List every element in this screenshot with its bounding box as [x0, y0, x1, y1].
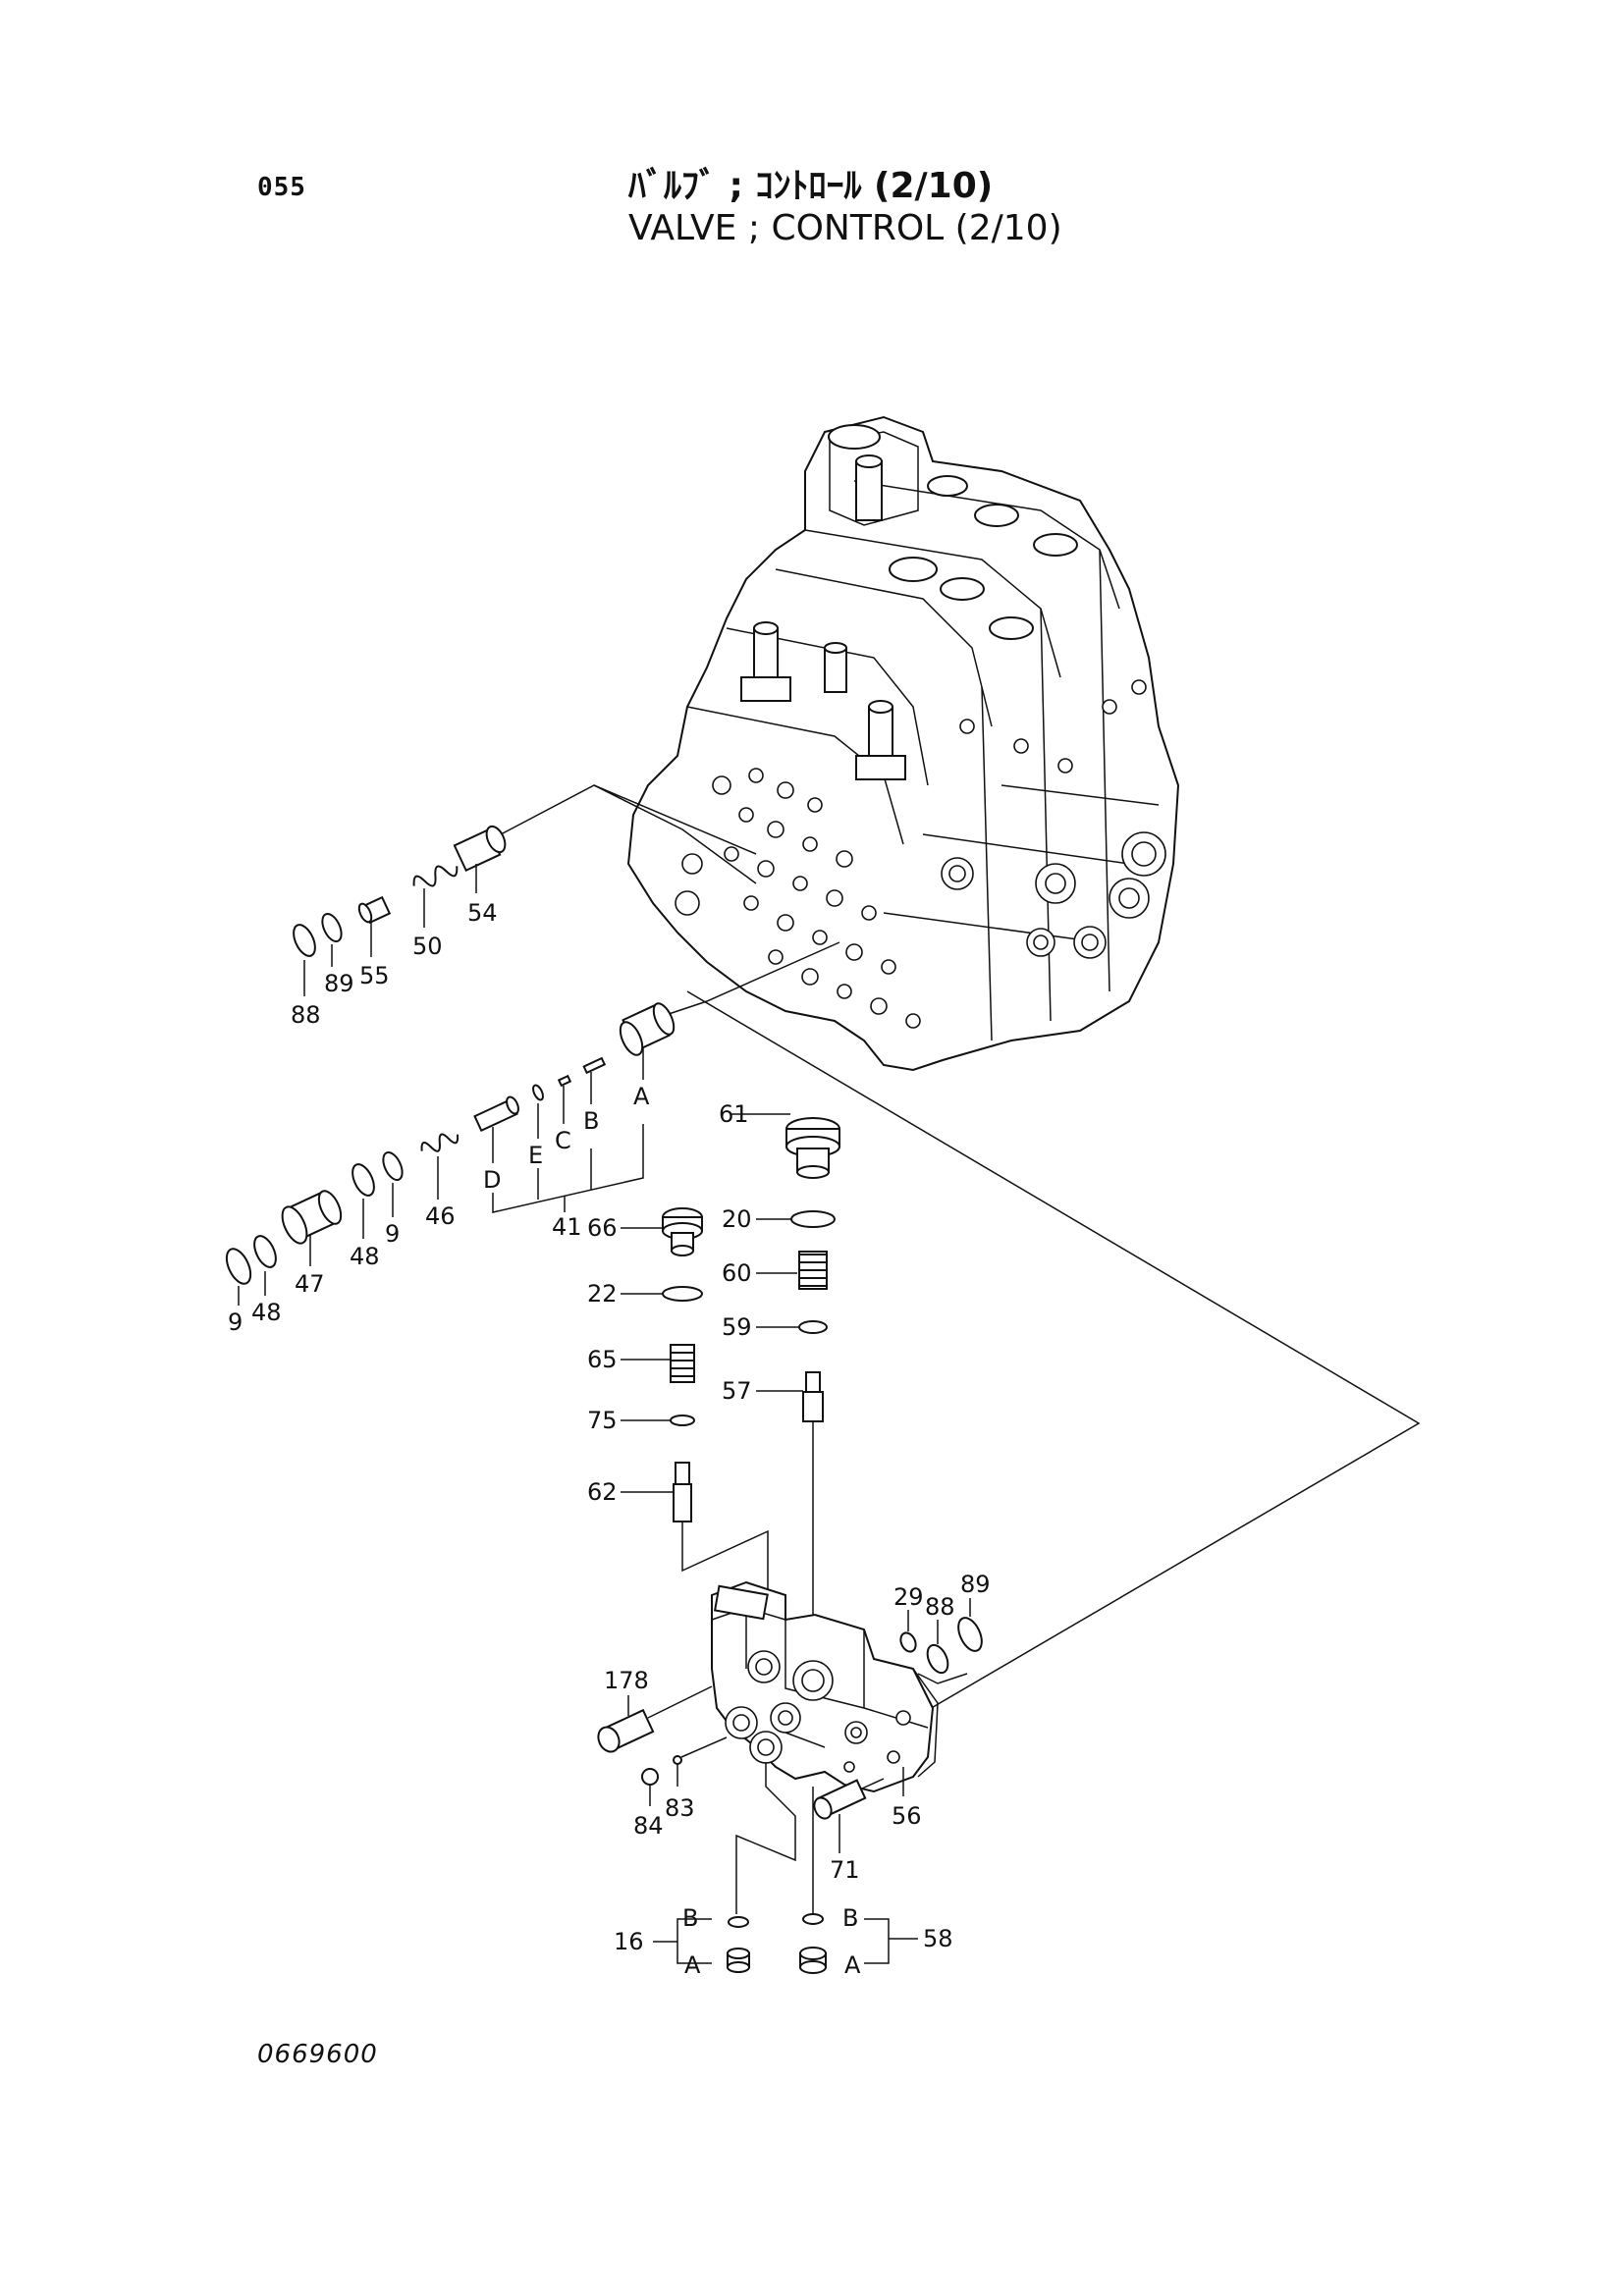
- part-41-d: [473, 1095, 519, 1133]
- page-number: 055: [257, 173, 306, 202]
- part-58-a: [799, 1947, 827, 1974]
- callout-62: 62: [587, 1478, 618, 1506]
- callout-9: 9: [385, 1220, 400, 1248]
- callout-48-outer: 48: [251, 1299, 282, 1326]
- parts-group-41: [225, 1002, 676, 1306]
- callout-16-b: B: [682, 1904, 698, 1932]
- parts-group-54: [293, 825, 507, 996]
- callout-58-b: B: [842, 1904, 858, 1932]
- part-9-backup-ring: [382, 1150, 404, 1182]
- part-89-backup-ring-right: [957, 1617, 983, 1652]
- callout-61: 61: [719, 1100, 749, 1128]
- part-88-o-ring: [293, 924, 316, 957]
- part-41-c: [557, 1074, 572, 1088]
- part-65-spring: [670, 1344, 695, 1383]
- callout-16-a: A: [684, 1951, 701, 1979]
- callout-83: 83: [665, 1794, 695, 1822]
- callout-47: 47: [295, 1270, 325, 1298]
- part-41-e: [532, 1084, 544, 1101]
- callout-88: 88: [291, 1001, 321, 1029]
- part-16-b: [728, 1916, 749, 1928]
- valve-face-ports: [675, 768, 921, 1029]
- part-48-o-ring: [352, 1163, 375, 1197]
- part-60-spring: [798, 1251, 828, 1290]
- part-62-poppet: [673, 1462, 692, 1522]
- part-29-o-ring: [899, 1631, 917, 1653]
- part-55-poppet: [357, 895, 392, 925]
- leader-lines-bottom: [735, 1732, 826, 1914]
- callout-b: B: [583, 1107, 599, 1135]
- callout-e: E: [528, 1142, 543, 1169]
- callout-9-outer: 9: [228, 1308, 243, 1336]
- part-83-o-ring: [673, 1755, 682, 1765]
- callout-89-right: 89: [960, 1571, 991, 1598]
- part-58-b: [802, 1913, 824, 1925]
- callout-65: 65: [587, 1346, 618, 1373]
- callout-48: 48: [350, 1243, 380, 1270]
- part-41-b: [582, 1056, 607, 1075]
- part-84-plug: [641, 1768, 659, 1786]
- callout-75: 75: [587, 1407, 618, 1434]
- part-178-bolt: [597, 1685, 713, 1753]
- callout-20: 20: [722, 1205, 752, 1233]
- callout-88-right: 88: [925, 1593, 955, 1621]
- part-61-plug: [785, 1117, 840, 1179]
- callout-58: 58: [923, 1925, 953, 1952]
- part-75-seat: [670, 1415, 695, 1426]
- part-46-spring: [420, 1133, 460, 1152]
- callout-50: 50: [412, 933, 443, 960]
- callout-84: 84: [633, 1812, 664, 1840]
- callout-56: 56: [892, 1802, 922, 1830]
- drawing-number: 0669600: [257, 2040, 378, 2069]
- callout-58-a: A: [844, 1951, 861, 1979]
- title-english: VALVE ; CONTROL (2/10): [628, 208, 1062, 248]
- callout-a: A: [633, 1083, 650, 1110]
- parts-group-58: [799, 1913, 918, 1974]
- callout-54: 54: [467, 899, 498, 927]
- callout-66: 66: [587, 1214, 618, 1242]
- control-valve-assembly: [626, 415, 1180, 1072]
- part-47-plug: [281, 1190, 343, 1245]
- part-88-o-ring-right: [926, 1643, 949, 1675]
- callout-71: 71: [830, 1856, 860, 1884]
- callout-29: 29: [893, 1583, 924, 1611]
- title-japanese: ﾊﾞﾙﾌﾞ ; ｺﾝﾄﾛｰﾙ (2/10): [628, 166, 994, 206]
- part-9-backup-ring-outer: [225, 1248, 252, 1285]
- callout-55: 55: [359, 962, 390, 989]
- callout-d: D: [483, 1166, 501, 1194]
- part-59-seat: [798, 1320, 828, 1334]
- part-50-spring: [412, 865, 459, 887]
- callout-178: 178: [604, 1667, 649, 1694]
- callout-41: 41: [552, 1213, 582, 1241]
- callout-c: C: [555, 1127, 571, 1154]
- callout-89: 89: [324, 970, 354, 997]
- part-20-o-ring: [790, 1210, 836, 1228]
- callout-59: 59: [722, 1313, 752, 1341]
- callout-60: 60: [722, 1259, 752, 1287]
- callout-labels: 54 50 55 89 88 A B C E D 41 46 9 48 47 4…: [228, 899, 991, 1979]
- part-66-plug: [662, 1207, 703, 1256]
- part-16-a: [727, 1948, 750, 1973]
- part-41-a: [619, 1002, 676, 1056]
- parts-group-16: [653, 1916, 750, 1973]
- part-89-backup-ring: [321, 912, 343, 943]
- parts-group-61: [731, 1113, 840, 1669]
- callout-57: 57: [722, 1377, 752, 1405]
- parts-group-84: [641, 1736, 728, 1806]
- part-48-o-ring-outer: [253, 1235, 277, 1268]
- part-22-o-ring: [662, 1286, 703, 1302]
- part-54-plug: [453, 825, 507, 873]
- part-57-poppet: [802, 1371, 824, 1422]
- parts-group-66: [621, 1207, 769, 1669]
- part-71-bolt: [813, 1778, 885, 1853]
- callout-22: 22: [587, 1280, 618, 1308]
- parts-group-29: [899, 1598, 983, 1684]
- callout-46: 46: [425, 1202, 456, 1230]
- callout-16: 16: [614, 1928, 644, 1955]
- bottom-valve-block: [711, 1580, 939, 1793]
